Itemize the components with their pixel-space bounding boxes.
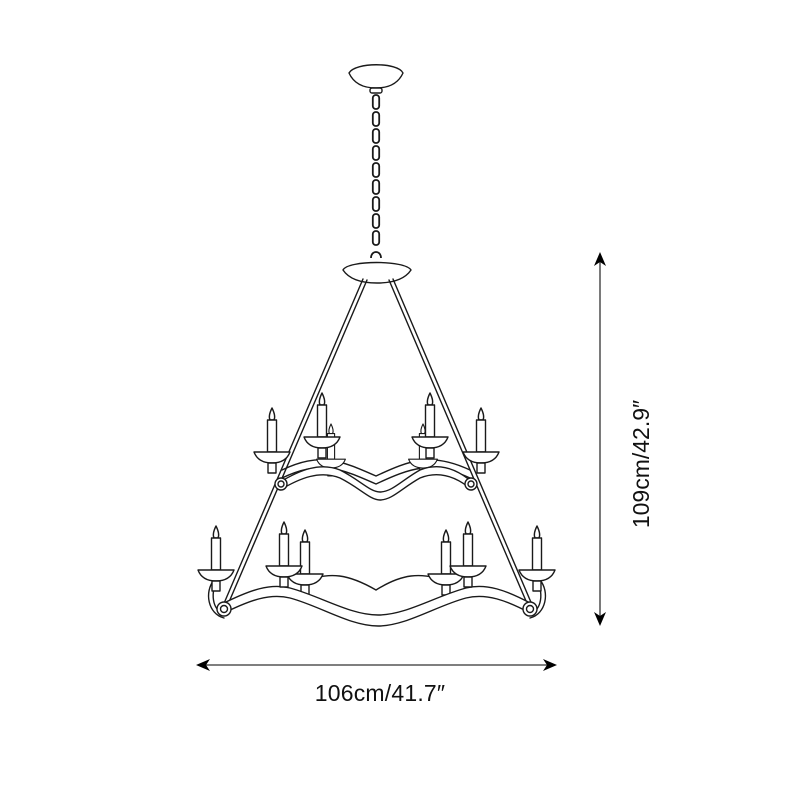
support-rods [221, 278, 534, 610]
central-hub [342, 261, 412, 284]
ceiling-canopy [348, 64, 404, 94]
lower-tier [197, 521, 556, 627]
width-dimension-arrow [196, 659, 557, 671]
height-label: 109cm/42.9″ [628, 399, 654, 529]
upper-tier [253, 392, 500, 501]
height-dimension-arrow [594, 252, 606, 626]
width-label: 106cm/41.7″ [314, 680, 446, 706]
hanging-chain [370, 94, 382, 259]
